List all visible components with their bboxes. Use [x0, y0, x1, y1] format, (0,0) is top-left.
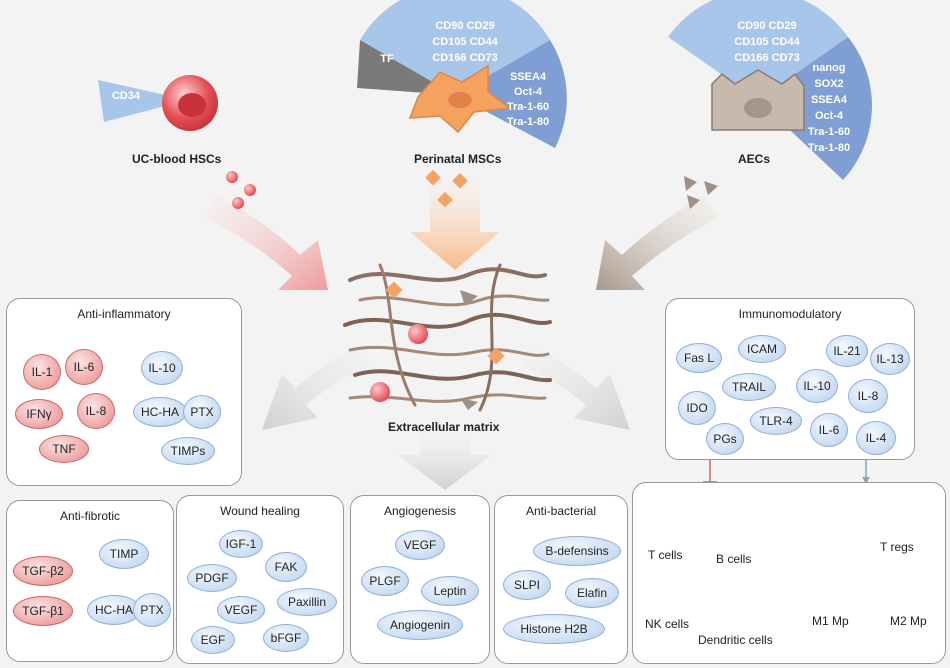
anti-inflammatory-title: Anti-inflammatory [77, 307, 171, 321]
ecm-vesicle-brown [460, 290, 478, 306]
ecm-fibers [343, 263, 552, 412]
angiogenesis-box: Angiogenesis VEGF PLGF Leptin Angiogenin [350, 495, 490, 664]
m2-label: M2 Mp [890, 614, 927, 628]
factor-pill: EGF [191, 626, 235, 654]
factor-pill: IL-4 [856, 421, 896, 455]
factor-pill: PTX [133, 593, 171, 627]
factor-pill: IGF-1 [219, 530, 263, 558]
factor-pill: PDGF [187, 564, 237, 592]
factor-pill: Elafin [565, 578, 619, 608]
factor-pill: bFGF [263, 624, 309, 652]
cd34-wedge [98, 80, 188, 122]
anti-bacterial-box: Anti-bacterial B-defensins SLPI Elafin H… [494, 495, 628, 664]
msc-vesicle [425, 169, 441, 186]
aec-arrow [596, 195, 718, 290]
ecm-vesicle-red [370, 382, 390, 402]
factor-pill: TGF-β1 [13, 596, 73, 626]
aec-vesicle [704, 181, 718, 195]
hsc-label: UC-blood HSCs [132, 152, 222, 166]
wound-healing-title: Wound healing [220, 504, 300, 518]
aec-label: AECs [738, 152, 771, 166]
factor-pill: TGF-β2 [13, 556, 73, 586]
ecm-vesicle-orange [487, 347, 505, 365]
left-output-arrow [262, 345, 370, 430]
aec-vesicle [684, 176, 697, 191]
factor-pill: IL-1 [23, 354, 61, 390]
factor-pill: Fas L [676, 343, 722, 373]
down-output-arrow [398, 430, 492, 490]
t-cells-label: T cells [648, 548, 683, 562]
factor-pill: FAK [265, 552, 307, 582]
msc-vesicle [452, 172, 468, 189]
ecm-label: Extracellular matrix [388, 420, 500, 434]
factor-pill: IL-13 [870, 343, 910, 375]
factor-pill: TIMPs [161, 437, 215, 465]
factor-pill: ICAM [738, 335, 786, 363]
factor-pill: IL-8 [848, 379, 888, 413]
cd34-marker: CD34 [111, 90, 141, 102]
angiogenesis-title: Angiogenesis [383, 504, 457, 518]
factor-pill: B-defensins [533, 536, 621, 566]
factor-pill: IL-8 [77, 393, 115, 429]
factor-pill: IFNγ [15, 399, 63, 429]
msc-tf-wedge [455, 40, 567, 148]
factor-pill: TIMP [99, 539, 149, 569]
immunomodulatory-box: Immunomodulatory Fas L ICAM IL-21 IL-13 … [665, 298, 915, 460]
anti-inflammatory-box: Anti-inflammatory IL-1 IL-6 IFNγ IL-8 TN… [6, 298, 242, 486]
factor-pill: IL-6 [65, 349, 103, 385]
anti-bacterial-title: Anti-bacterial [525, 504, 597, 518]
factor-pill: VEGF [217, 596, 265, 624]
factor-pill: HC-HA [133, 397, 187, 427]
ecm-vesicle-orange [385, 281, 403, 299]
factor-pill: SLPI [503, 570, 551, 600]
dendritic-cells-label: Dendritic cells [698, 633, 773, 647]
msc-cd-wedge [360, 0, 550, 95]
hsc-vesicle [232, 197, 244, 209]
immunomodulatory-title: Immunomodulatory [738, 307, 842, 321]
factor-pill: PGs [706, 423, 744, 455]
msc-label: Perinatal MSCs [414, 152, 502, 166]
factor-pill: TLR-4 [750, 407, 802, 435]
factor-pill: IDO [678, 391, 716, 425]
msc-tf-tag: TF [380, 53, 394, 65]
aec-cd-wedge [668, 0, 848, 100]
aec-vesicle [687, 195, 700, 209]
factor-pill: Leptin [421, 576, 479, 606]
factor-pill: IL-10 [796, 369, 838, 403]
factor-pill: PLGF [361, 566, 409, 596]
factor-pill: VEGF [395, 530, 445, 560]
hsc-vesicle [226, 171, 238, 183]
right-output-arrow [522, 345, 630, 430]
msc-arrow [410, 182, 500, 270]
wound-healing-box: Wound healing IGF-1 PDGF FAK VEGF Paxill… [176, 495, 344, 664]
immune-cells-box [632, 482, 946, 664]
factor-pill: Angiogenin [377, 610, 463, 640]
hsc-arrow [205, 195, 328, 290]
aec-tf-wedge [758, 37, 872, 180]
factor-pill: IL-10 [141, 351, 183, 385]
msc-vesicle [437, 191, 453, 208]
ecm-vesicle-brown [460, 398, 478, 410]
factor-pill: Histone H2B [503, 614, 605, 644]
nk-cells-label: NK cells [645, 617, 690, 631]
factor-pill: IL-21 [826, 335, 868, 367]
factor-pill: IL-6 [810, 413, 848, 447]
hsc-vesicle [244, 184, 256, 196]
factor-pill: TRAIL [722, 373, 776, 401]
factor-pill: PTX [183, 395, 221, 429]
anti-fibrotic-box: Anti-fibrotic TGF-β2 TGF-β1 TIMP HC-HA P… [6, 500, 174, 662]
t-regs-label: T regs [880, 540, 914, 554]
msc-tf-tag-wedge [357, 40, 455, 95]
factor-pill: TNF [39, 435, 89, 463]
anti-fibrotic-title: Anti-fibrotic [59, 509, 121, 523]
b-cells-label: B cells [716, 552, 752, 566]
m1-label: M1 Mp [812, 614, 849, 628]
factor-pill: Paxillin [277, 588, 337, 616]
ecm-vesicle-red [408, 324, 428, 344]
